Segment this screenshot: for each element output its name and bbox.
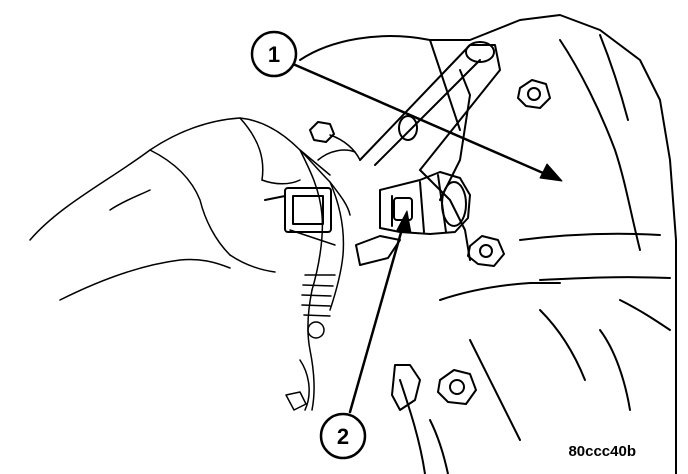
bolt-lower: [437, 369, 477, 405]
engine-housing: [299, 14, 677, 474]
figure-id: 80ccc40b: [568, 443, 636, 460]
wiring-harness: [285, 134, 361, 411]
callout-1: 1: [250, 30, 298, 78]
callout-1-number: 1: [268, 42, 280, 67]
callout-2: 2: [319, 412, 367, 460]
hand: [29, 117, 351, 301]
leader-line-2: [348, 220, 406, 414]
leader-line-1: [291, 62, 552, 178]
bolt-upper: [517, 79, 551, 109]
bracket-tab: [391, 364, 421, 411]
bolt-small-left: [309, 121, 335, 143]
callout-2-number: 2: [337, 424, 349, 449]
mounting-bracket: [359, 41, 501, 261]
sensor-body: [355, 171, 471, 266]
arrowhead-2: [396, 210, 412, 234]
bolt-middle: [467, 235, 505, 267]
arrowhead-1: [539, 163, 563, 182]
electrical-connector: [264, 187, 332, 233]
